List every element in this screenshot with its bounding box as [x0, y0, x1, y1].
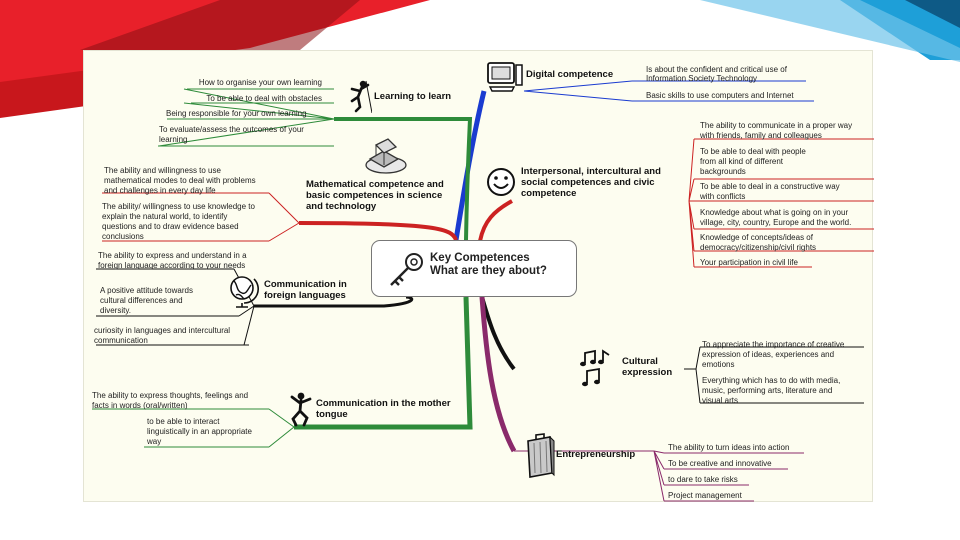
jumping-person-icon: [290, 392, 312, 427]
digital-item: Basic skills to use computers and Intern…: [646, 91, 794, 100]
cultural-expression-title[interactable]: Cultural expression: [622, 356, 673, 378]
learning-item: learning: [159, 135, 188, 144]
social-branch: [478, 199, 513, 242]
entrepreneur-branch: [479, 296, 517, 453]
computer-icon: [487, 62, 523, 92]
center-title-line2: What are they about?: [430, 265, 547, 277]
math-item: conclusions: [102, 232, 144, 241]
math-item: The ability/ willingness to use knowledg…: [102, 202, 255, 211]
dark-red-stripe: [80, 0, 360, 50]
digital-item: Is about the confident and critical use …: [646, 65, 787, 74]
math-item: and challenges in every day life: [104, 186, 216, 195]
social-item: village, city, country, Europe and the w…: [700, 218, 852, 227]
globe-icon: [230, 276, 259, 308]
cultural-item: To appreciate the importance of creative: [702, 340, 845, 349]
smiley-icon: [487, 168, 515, 196]
cultural-item: music, performing arts, literature and: [702, 386, 833, 395]
math-title[interactable]: Mathematical competence and basic compet…: [306, 179, 444, 212]
light-teal-stripe: [700, 0, 960, 62]
center-node[interactable]: Key Competences What are they about?: [371, 240, 577, 297]
learning-item: How to organise your own learning: [198, 78, 322, 87]
social-item: with friends, family and colleagues: [700, 131, 822, 140]
cultural-item: Everything which has to do with media,: [702, 376, 841, 385]
social-item: with conflicts: [700, 192, 746, 201]
foreign-item: diversity.: [100, 306, 131, 315]
music-notes-icon: [580, 349, 610, 387]
math-item: explain the natural world, to identify: [102, 212, 228, 221]
mother-item: The ability to express thoughts, feeling…: [92, 391, 249, 400]
foreign-item: A positive attitude towards: [100, 286, 193, 295]
social-item: Knowledge about what is going on in your: [700, 208, 849, 217]
math-item: questions and to draw evidence based: [102, 222, 239, 231]
foreign-branch: [254, 295, 414, 308]
math-item: The ability and willingness to use: [104, 166, 221, 175]
blocks-icon: [365, 138, 407, 174]
mother-item: to be able to interact: [147, 417, 220, 426]
social-item: backgrounds: [700, 167, 746, 176]
social-item: Knowledge of concepts/ideas of: [700, 233, 813, 242]
entrepreneurship-item: The ability to turn ideas into action: [668, 443, 790, 452]
foreign-item: curiosity in languages and intercultural: [94, 326, 231, 335]
cultural-item: visual arts: [702, 396, 739, 405]
foreign-item: cultural differences and: [100, 296, 183, 305]
dark-teal-stripe: [905, 0, 960, 28]
learning-to-learn-title[interactable]: Learning to learn: [374, 91, 452, 102]
cultural-item: expression of ideas, experiences and: [702, 350, 835, 359]
mother-item: facts in words (oral/written): [92, 401, 188, 410]
entrepreneurship-item: To be creative and innovative: [668, 459, 772, 468]
key-icon: [390, 253, 423, 286]
foreign-item: The ability to express and understand in…: [98, 251, 247, 260]
cultural-item: emotions: [702, 360, 735, 369]
learning-item: To evaluate/assess the outcomes of your: [159, 125, 304, 134]
mother-branch: [294, 296, 473, 430]
center-title-line1: Key Competences: [430, 252, 530, 264]
branch-lines: [92, 80, 874, 502]
learning-item: To be able to deal with obstacles: [206, 94, 322, 103]
math-item: mathematical modes to deal with problems: [104, 176, 256, 185]
foreign-item: foreign language according to your needs: [98, 261, 246, 270]
briefcase-icon: [527, 433, 555, 478]
learning-item: Being responsible for your own learning: [166, 109, 307, 118]
foreign-languages-title[interactable]: Communication in foreign languages: [264, 279, 347, 301]
math-branch: [298, 221, 458, 241]
entrepreneurship-item: Project management: [668, 491, 742, 500]
social-item: from all kind of different: [700, 157, 784, 166]
mother-item: way: [147, 437, 162, 446]
mother-item: linguistically in an appropriate: [147, 427, 252, 436]
social-item: The ability to communicate in a proper w…: [700, 121, 853, 130]
climber-icon: [350, 80, 372, 113]
social-competence-title[interactable]: Interpersonal, intercultural and social …: [521, 166, 661, 199]
social-item: To be able to deal with people: [700, 147, 806, 156]
foreign-item: communication: [94, 336, 148, 345]
digital-item: Information Society Technology: [646, 74, 758, 83]
mother-tongue-title[interactable]: Communication in the mother tongue: [316, 398, 451, 420]
social-item: democracy/citizenship/civil rights: [700, 243, 817, 252]
entrepreneurship-item: to dare to take risks: [668, 475, 738, 484]
digital-competence-title[interactable]: Digital competence: [526, 69, 614, 80]
mind-map: Key Competences What are they about? Lea…: [83, 50, 874, 502]
learning-branch: [334, 117, 473, 241]
social-item: To be able to deal in a constructive way: [700, 182, 840, 191]
social-item: Your participation in civil life: [700, 258, 798, 267]
entrepreneurship-title[interactable]: Entrepreneurship: [556, 449, 636, 460]
